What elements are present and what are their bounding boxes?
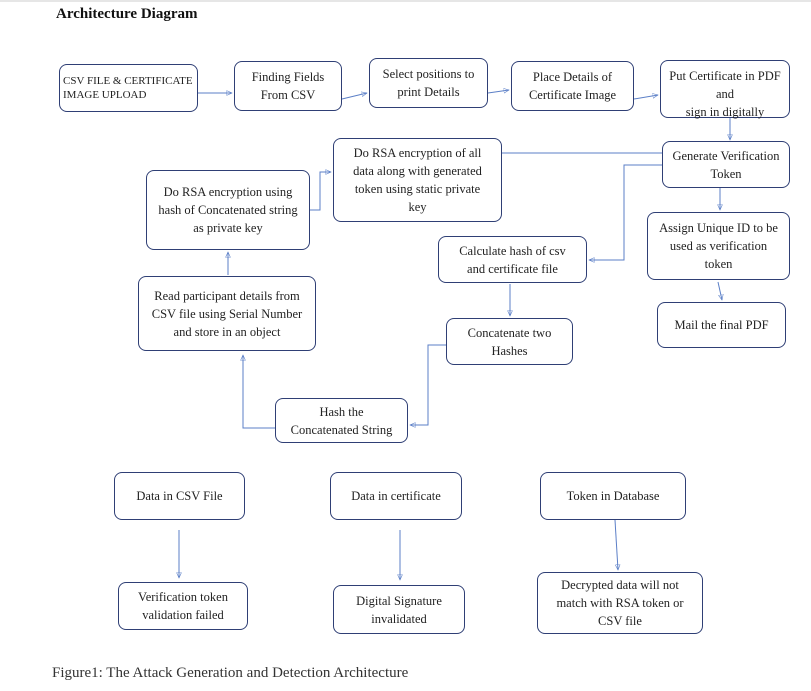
arrow-hash-to-read	[243, 355, 275, 429]
arrow-place-to-put	[633, 95, 658, 100]
node-sig-invalid: Digital Signature invalidated	[333, 585, 465, 634]
node-token-failed: Verification token validation failed	[118, 582, 248, 630]
node-rsa-all-data: Do RSA encryption of all data along with…	[333, 138, 502, 222]
node-csv-upload: CSV FILE & CERTIFICATE IMAGE UPLOAD	[59, 64, 198, 112]
arrow-assign-to-mail	[717, 281, 722, 300]
node-place-details: Place Details of Certificate Image	[511, 61, 634, 111]
node-read-participant: Read participant details from CSV file u…	[138, 276, 316, 351]
arrow-generate-to-calc	[589, 164, 662, 260]
node-mail-pdf: Mail the final PDF	[657, 302, 786, 348]
node-decrypt-mismatch: Decrypted data will not match with RSA t…	[537, 572, 703, 634]
node-concat-hashes: Concatenate two Hashes	[446, 318, 573, 365]
node-data-csv: Data in CSV File	[114, 472, 245, 520]
node-assign-id: Assign Unique ID to be used as verificat…	[647, 212, 790, 280]
diagram-title: Architecture Diagram	[56, 6, 198, 22]
node-token-db: Token in Database	[540, 472, 686, 520]
node-calc-hash: Calculate hash of csv and certificate fi…	[438, 236, 587, 283]
figure-caption: Figure1: The Attack Generation and Detec…	[52, 665, 409, 681]
arrow-select-to-place	[487, 90, 509, 93]
arrow-fields-to-select	[341, 93, 367, 100]
arrow-concat-to-hash	[410, 344, 446, 425]
top-border	[0, 0, 811, 2]
arrow-db-to-decrypt	[614, 519, 618, 570]
node-data-cert: Data in certificate	[330, 472, 462, 520]
node-hash-concat: Hash the Concatenated String	[275, 398, 408, 443]
node-put-certificate: Put Certificate in PDF and sign in digit…	[660, 60, 790, 119]
node-finding-fields: Finding Fields From CSV	[234, 61, 342, 111]
arrow-rsahash-to-rsaall	[310, 172, 331, 211]
node-rsa-hash: Do RSA encryption using hash of Concaten…	[146, 170, 310, 250]
node-select-positions: Select positions to print Details	[369, 58, 488, 108]
node-generate-token: Generate Verification Token	[662, 141, 790, 188]
